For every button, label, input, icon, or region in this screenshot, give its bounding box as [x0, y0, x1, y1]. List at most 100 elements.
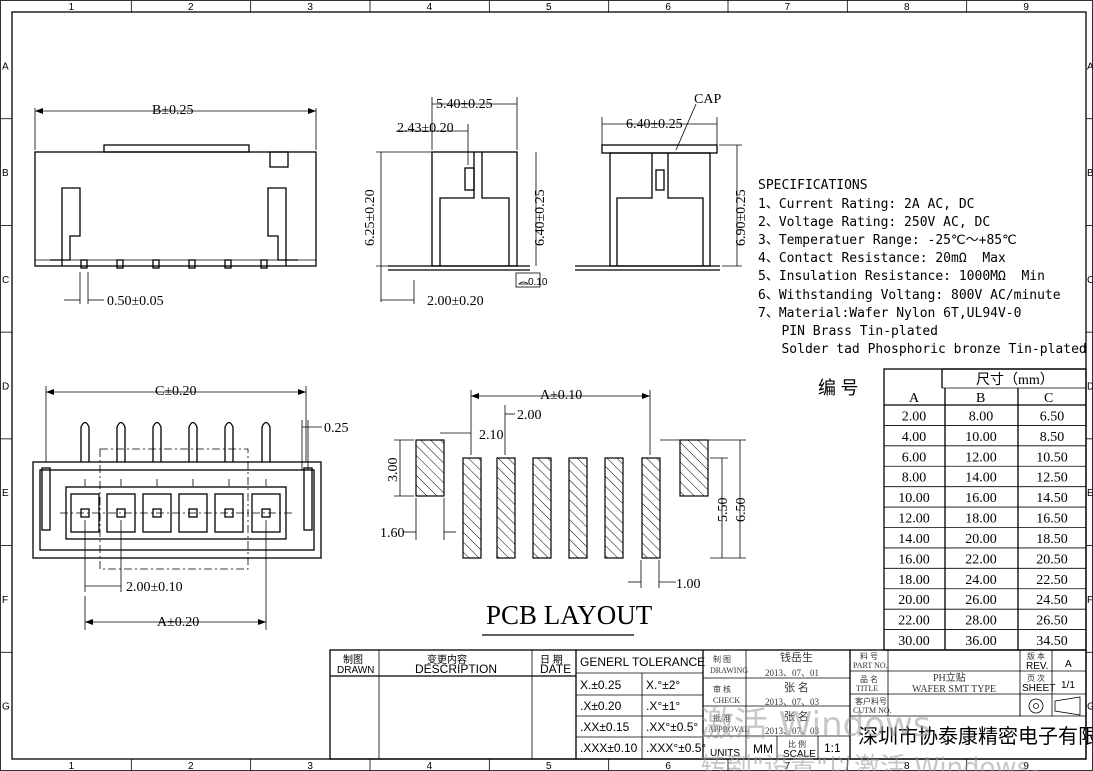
frame-col-bottom: 3	[307, 761, 313, 771]
table-cell: 12.00	[898, 512, 930, 527]
frame-row-right: F	[1087, 595, 1093, 606]
table-cell: 2.00	[902, 409, 927, 424]
contact-point	[80, 508, 90, 518]
top-pin	[261, 421, 271, 462]
top-pin	[80, 421, 90, 462]
sheet-value: 1/1	[1061, 680, 1075, 691]
date-cn: 日 期	[540, 654, 563, 666]
table-cell: 6.50	[1040, 409, 1065, 424]
side-pin	[260, 259, 268, 269]
watermark-line1: 激活 Windows	[700, 705, 931, 745]
frame-col-bottom: 6	[665, 761, 671, 771]
rev-cn: 版 本	[1027, 651, 1045, 661]
desc-cn: 变更内容	[427, 653, 467, 666]
frame-row-left: E	[2, 488, 9, 499]
top-dim-a: A±0.20	[157, 615, 199, 630]
frame-col-top: 2	[188, 2, 194, 13]
pcb-dim-300: 3.00	[386, 458, 401, 483]
scale-cn: 比 例	[788, 739, 806, 749]
frame-col-top: 5	[546, 2, 552, 13]
cap-view: CAP 6.40±0.25 6.90±0.25	[575, 92, 749, 271]
spec-line: 5、Insulation Resistance: 1000MΩ Min	[758, 269, 1045, 284]
frame-row-right: G	[1087, 702, 1093, 713]
side-dim-pin: 0.50±0.05	[107, 294, 164, 309]
pcb-layout: A±0.10 2.00 2.10 3.00 1.60 5.50 6.50 1.0…	[380, 388, 749, 636]
tol-angular: .XX°±0.5°	[646, 720, 698, 734]
pcb-dim-650: 6.50	[734, 498, 749, 523]
table-cell: 36.00	[965, 634, 997, 649]
top-dim-pitch: 2.00±0.10	[126, 580, 183, 595]
checker-name: 张 名	[784, 680, 809, 694]
cust-cn: 客户料号	[855, 696, 887, 706]
contact-point	[261, 508, 271, 518]
table-cell: 22.00	[965, 552, 997, 567]
section-dim-h1: 6.25±0.20	[363, 189, 378, 246]
table-cell: 20.00	[965, 532, 997, 547]
frame-col-top: 3	[307, 2, 313, 13]
spec-line: 7、Material:Wafer Nylon 6T,UL94V-0	[758, 306, 1021, 321]
side-pin	[152, 259, 160, 269]
table-cell: 24.00	[965, 573, 997, 588]
section-view: 5.40±0.25 2.43±0.20 6.25±0.20 6.40±0.25 …	[363, 97, 548, 309]
side-dim-b: B±0.25	[152, 103, 194, 118]
rev-label: REV.	[1026, 661, 1048, 672]
table-cell: 8.00	[969, 409, 994, 424]
watermark-line2: 转到"设置"以激活 Windows。	[700, 753, 1056, 771]
units-value: MM	[753, 742, 773, 756]
section-dim-h2: 6.40±0.25	[533, 189, 548, 246]
table-cell: 4.00	[902, 430, 927, 445]
check-date: 2013、07、03	[765, 697, 820, 707]
frame-row-right: B	[1087, 168, 1093, 179]
spec-line: PIN Brass Tin-plated	[758, 324, 938, 339]
frame-col-bottom: 9	[1023, 761, 1029, 771]
table-cell: 20.50	[1036, 552, 1068, 567]
date-label: DATE	[540, 662, 571, 676]
frame-col-top: 8	[904, 2, 910, 13]
tol-linear: .XXX±0.10	[580, 741, 638, 755]
contact-point	[188, 508, 198, 518]
frame-row-right: E	[1087, 488, 1093, 499]
title-value: WAFER SMT TYPE	[912, 684, 996, 695]
spec-line: Solder tad Phosphoric bronze Tin-plated	[758, 342, 1087, 357]
table-cell: 18.00	[965, 512, 997, 527]
cap-dim-height: 6.90±0.25	[734, 189, 749, 246]
table-cell: 24.50	[1036, 593, 1068, 608]
table-cell: 8.00	[902, 471, 927, 486]
tol-angular: .XXX°±0.5°	[646, 741, 706, 755]
company-name: 深圳市协泰康精密电子有限公司	[858, 725, 1093, 748]
table-header-a: A	[909, 391, 920, 406]
table-header-b: B	[976, 391, 985, 406]
tol-linear: X.±0.25	[580, 678, 622, 692]
top-dim-pin-w: 0.25	[324, 421, 349, 436]
frame-col-bottom: 8	[904, 761, 910, 771]
table-cell: 12.50	[1036, 471, 1068, 486]
pcb-dim-160: 1.60	[380, 526, 405, 541]
rev-value: A	[1065, 659, 1072, 670]
table-cell: 22.00	[898, 614, 930, 629]
table-cell: 14.00	[965, 471, 997, 486]
table-cell: 10.00	[965, 430, 997, 445]
top-view: C±0.20 0.25 2.00±0.10 A±0.20	[32, 384, 349, 630]
pcb-dim-a: A±0.10	[540, 388, 582, 403]
tol-angular: .X°±1°	[646, 699, 680, 713]
table-cell: 16.00	[965, 491, 997, 506]
units-label: UNITS	[710, 748, 740, 759]
specifications: SPECIFICATIONS 1、Current Rating: 2A AC, …	[758, 178, 1087, 357]
table-cell: 14.00	[898, 532, 930, 547]
cust-label: CUTM NO.	[853, 706, 892, 715]
pcb-title: PCB LAYOUT	[486, 600, 653, 630]
contact-cell	[178, 493, 208, 533]
tol-angular: X.°±2°	[646, 678, 680, 692]
pcb-dim-210: 2.10	[479, 428, 504, 443]
frame-row-left: C	[2, 275, 9, 286]
title-label: TITLE	[856, 684, 878, 693]
frame-row-left: D	[2, 382, 9, 393]
top-dim-c: C±0.20	[155, 384, 197, 399]
frame-col-top: 6	[665, 2, 671, 13]
frame-row-left: G	[2, 702, 10, 713]
pcb-pad	[568, 457, 588, 559]
frame-col-top: 1	[69, 2, 75, 13]
frame-row-right: C	[1087, 275, 1093, 286]
contact-point	[224, 508, 234, 518]
